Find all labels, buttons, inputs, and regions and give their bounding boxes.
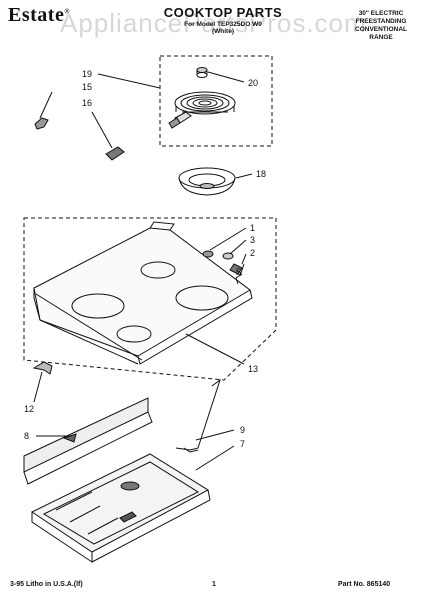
callout-5: 5 [236, 267, 241, 277]
leader-line-20 [207, 71, 245, 83]
fastener-group [202, 250, 243, 285]
burner-opening-left-front [116, 325, 152, 343]
leader-line-16 [91, 111, 113, 149]
cooktop-panel [33, 221, 253, 365]
leader-line-12 [33, 371, 43, 403]
callout-13: 13 [248, 364, 258, 374]
description-line: FREESTANDING [355, 18, 407, 25]
watermark-text: AppliancePartsPros.com [60, 8, 367, 38]
burner-box-tray [31, 453, 211, 563]
callout-18: 18 [256, 169, 266, 179]
callout-16: 16 [82, 98, 92, 108]
description-line: RANGE [369, 34, 393, 41]
title-block: COOKTOP PARTS For Model TEP325DO W0 (Whi… [148, 5, 298, 35]
element-block [196, 67, 208, 78]
leader-line-7 [195, 445, 235, 471]
callout-12: 12 [24, 404, 34, 414]
leader-line-18 [235, 173, 253, 179]
brand-name: Estate [8, 4, 65, 26]
part-number: Part No. 865140 [338, 581, 391, 588]
callout-1: 1 [250, 223, 255, 233]
burner-opening-left-rear [71, 293, 125, 319]
leader-line-2 [241, 253, 247, 265]
page-number: 1 [212, 581, 216, 588]
leader-line-1 [209, 227, 247, 251]
burner-group-box [159, 55, 273, 147]
surface-element [168, 91, 236, 129]
callout-3: 3 [250, 235, 255, 245]
front-frame-rail [23, 397, 153, 485]
bracket-clip [32, 361, 53, 375]
leader-line-3 [229, 239, 247, 255]
brand-logo: Estate® [8, 4, 70, 27]
leader-line-15 [39, 91, 53, 119]
model-subtitle: For Model TEP325DO W0 [184, 21, 262, 28]
description-line: 30" ELECTRIC [358, 10, 404, 17]
callout-19: 19 [82, 69, 92, 79]
callout-2: 2 [250, 248, 255, 258]
color-subtitle: (White) [211, 28, 235, 35]
description-line: CONVENTIONAL [355, 26, 407, 33]
leader-line-19 [97, 73, 161, 89]
leader-line-13 [185, 333, 245, 365]
terminal-block [34, 117, 49, 130]
brand-registered-mark: ® [64, 7, 71, 16]
leader-line-5 [239, 263, 245, 277]
callout-8: 8 [24, 431, 29, 441]
receptacle [105, 146, 125, 161]
product-description: 30" ELECTRIC FREESTANDING CONVENTIONAL R… [336, 10, 426, 42]
footer-litho: 3-95 Litho in U.S.A.(lf) [10, 581, 83, 588]
callout-9: 9 [240, 425, 245, 435]
cooktop-assembly-box [23, 217, 277, 381]
drip-bowl [178, 167, 236, 196]
callout-7: 7 [240, 439, 245, 449]
page-title: COOKTOP PARTS [163, 5, 283, 20]
callout-20: 20 [248, 78, 258, 88]
burner-opening-right-front [175, 285, 229, 311]
burner-opening-right-rear [140, 261, 176, 279]
leader-line-9 [195, 429, 235, 441]
callout-15: 15 [82, 82, 92, 92]
